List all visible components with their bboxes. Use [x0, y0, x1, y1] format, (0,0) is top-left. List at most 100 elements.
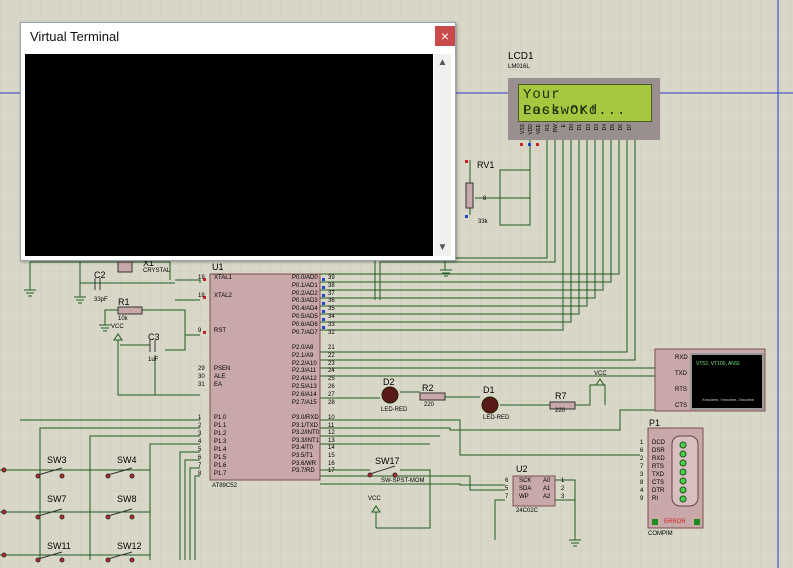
lcd-pin-label: VSS [520, 124, 526, 135]
scroll-up-icon[interactable]: ▲ [437, 57, 448, 68]
lcd-line-1: Your Password... [523, 87, 627, 119]
window-title: Virtual Terminal [30, 29, 120, 44]
u1-chip-body [209, 273, 321, 481]
p1-pin-number: 6 [640, 448, 644, 454]
lcd-pin-label: D5 [610, 124, 617, 131]
lcd-pin-label: D6 [618, 124, 625, 131]
p1-pin-number: 3 [640, 472, 644, 478]
u1-pin-number: 15 [328, 453, 335, 459]
close-button[interactable]: × [435, 26, 455, 46]
switch-label[interactable]: SW8 [117, 494, 137, 504]
u1-pin-number: 26 [328, 384, 335, 390]
u1-pin-name: P2.1/A9 [292, 352, 314, 359]
u1-pin-number: 1 [198, 415, 202, 421]
u1-pin-name: P0.4/AD4 [292, 306, 318, 313]
u1-pin-name: P3.2/INT0 [292, 430, 320, 437]
u1-pin-name: P0.7/AD7 [292, 329, 318, 336]
terminal-screen[interactable] [25, 54, 433, 256]
u1-pin-name: P1.1 [214, 423, 227, 429]
rv1-wiper: 8 [483, 196, 487, 202]
u2-chip-body [512, 475, 556, 507]
u1-pin-name: P2.0/A8 [292, 345, 314, 351]
x1-value: CRYSTAL [143, 268, 171, 274]
p1-error-label: ERROR [664, 519, 686, 525]
sw17-value: SW-SPST-MOM [381, 478, 425, 484]
u1-pin-name: P2.7/A15 [292, 399, 317, 406]
u1-pin-number: 11 [328, 422, 335, 429]
u2-pin-number: 3 [561, 494, 565, 500]
u1-name: U1 [212, 262, 224, 272]
lcd-pin-label: D1 [577, 124, 584, 131]
u1-pin-name: P3.4/T0 [292, 445, 314, 452]
u1-pin-number: 22 [328, 352, 335, 359]
u1-pin-number: 13 [328, 437, 335, 444]
u1-pin-name: P1.6 [214, 463, 227, 469]
vt-part-pin-label: CTS [675, 403, 687, 409]
u1-pin-name: P3.1/TXD [292, 422, 319, 429]
d1-value: LED-RED [483, 415, 510, 421]
u1-pin-number: 37 [328, 290, 335, 297]
p1-pin-number: 4 [640, 488, 644, 494]
sw17-name: SW17 [375, 456, 400, 466]
lcd-pin-label: RS [544, 124, 551, 131]
r2-value: 220 [424, 402, 435, 408]
u1-pin-name: P3.6/WR [292, 460, 317, 467]
switch-label[interactable]: SW11 [47, 541, 71, 551]
vt-part-screen[interactable]: VT52, VT100, ANSI Xmodem, Ymodem, Zmodem [690, 353, 764, 410]
u1-pin-number: 31 [198, 382, 205, 388]
u1-pin-number: 28 [328, 399, 335, 406]
u2-model: 24C02C [516, 508, 539, 514]
u1-pin-name: P3.3/INT1 [292, 437, 320, 444]
lcd-pin-label: VDD [528, 124, 535, 135]
virtual-terminal-window[interactable]: Virtual Terminal × ▲ ▼ [20, 22, 456, 261]
u1-pin-name: P2.6/A14 [292, 391, 317, 398]
vt-part-pin-label: RTS [675, 387, 687, 393]
u2-name: U2 [516, 464, 528, 474]
u1-pin-name: P1.2 [214, 431, 227, 437]
c3-name: C3 [148, 332, 160, 342]
r1-name: R1 [118, 297, 130, 307]
u1-pin-name: PSEN [214, 366, 231, 372]
u1-pin-number: 39 [328, 275, 335, 281]
switch-label[interactable]: SW3 [47, 455, 67, 465]
vt-part-pin-label: TXD [675, 371, 687, 377]
u2-pin-number: 2 [561, 486, 565, 492]
u1-pin-number: 16 [328, 460, 335, 467]
u1-pin-name: P0.0/AD0 [292, 275, 318, 281]
rv1-value: 33k [478, 219, 488, 225]
x1-name: X1 [143, 258, 155, 268]
u1-pin-name: P1.5 [214, 455, 227, 461]
u1-pin-number: 8 [198, 471, 202, 477]
u1-pin-number: 23 [328, 360, 335, 367]
u1-pin-name: EA [214, 382, 223, 388]
u1-pin-name: RST [214, 328, 226, 334]
p1-pin-number: 7 [640, 464, 644, 470]
u2-pin-number: 1 [561, 478, 565, 484]
lcd-name: LCD1 [508, 51, 534, 62]
vt-part-pin-label: RXD [675, 355, 688, 361]
u1-pin-number: 35 [328, 306, 335, 313]
p1-pin-name: TXD [652, 472, 664, 478]
switch-label[interactable]: SW4 [117, 455, 137, 465]
u1-pin-name: P1.3 [214, 439, 227, 445]
u1-pin-name: P0.3/AD3 [292, 298, 318, 305]
vt-part-screen-title: VT52, VT100, ANSI [696, 361, 740, 367]
switch-label[interactable]: SW7 [47, 494, 67, 504]
switch-label[interactable]: SW12 [117, 541, 142, 551]
vt-part-screen-sub: Xmodem, Ymodem, Zmodem [702, 397, 755, 402]
u1-pin-number: 32 [328, 329, 335, 336]
lcd-line-2: Lock OK! [523, 103, 599, 119]
scroll-down-icon[interactable]: ▼ [437, 242, 448, 253]
close-icon: × [440, 28, 450, 44]
r7-name: R7 [555, 391, 567, 401]
u1-pin-name: ALE [214, 374, 226, 380]
u1-pin-name: P1.7 [214, 471, 227, 477]
u2-pin-name: SDA [519, 486, 532, 492]
lcd-pin-label: D2 [585, 124, 592, 131]
d2-name: D2 [383, 377, 395, 387]
u1-pin-number: 5 [198, 447, 202, 453]
u1-pin-number: 12 [328, 430, 335, 437]
vertical-scrollbar[interactable]: ▲ ▼ [434, 54, 451, 256]
u1-pin-name: P1.4 [214, 447, 227, 453]
